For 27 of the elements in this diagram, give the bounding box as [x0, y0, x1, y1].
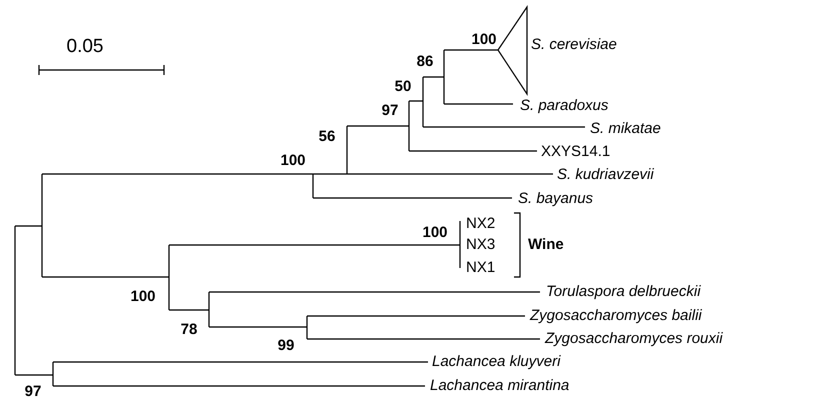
species-name: S. mikatae	[590, 120, 661, 138]
strain-name: NX2	[466, 215, 496, 233]
bootstrap-value: 86	[416, 53, 434, 71]
species-name: Lachancea kluyveri	[432, 353, 560, 371]
species-name: S. cerevisiae	[531, 36, 617, 54]
bootstrap-value: 100	[471, 31, 497, 49]
species-name: Zygosaccharomyces bailii	[530, 307, 702, 325]
bootstrap-value: 100	[280, 152, 306, 170]
scale-value: 0.05	[66, 38, 104, 56]
bootstrap-value: 97	[382, 102, 398, 120]
strain-name: NX1	[466, 259, 496, 277]
bootstrap-value: 50	[394, 78, 412, 96]
species-name: Torulaspora delbrueckii	[546, 283, 701, 301]
clade-label: Wine	[528, 236, 564, 254]
strain-name: XXYS14.1	[541, 143, 610, 161]
bootstrap-value: 97	[24, 383, 42, 401]
bootstrap-value: 100	[422, 224, 448, 242]
bootstrap-value: 100	[130, 288, 156, 306]
bootstrap-value: 78	[180, 321, 198, 339]
bootstrap-value: 99	[278, 337, 294, 355]
species-name: S. bayanus	[518, 190, 594, 208]
strain-name: NX3	[466, 236, 496, 254]
species-name: S. kudriavzevii	[557, 166, 654, 184]
species-name: Lachancea mirantina	[430, 377, 570, 395]
species-name: S. paradoxus	[520, 97, 608, 115]
bootstrap-value: 56	[318, 128, 336, 146]
species-name: Zygosaccharomyces rouxii	[545, 330, 723, 348]
